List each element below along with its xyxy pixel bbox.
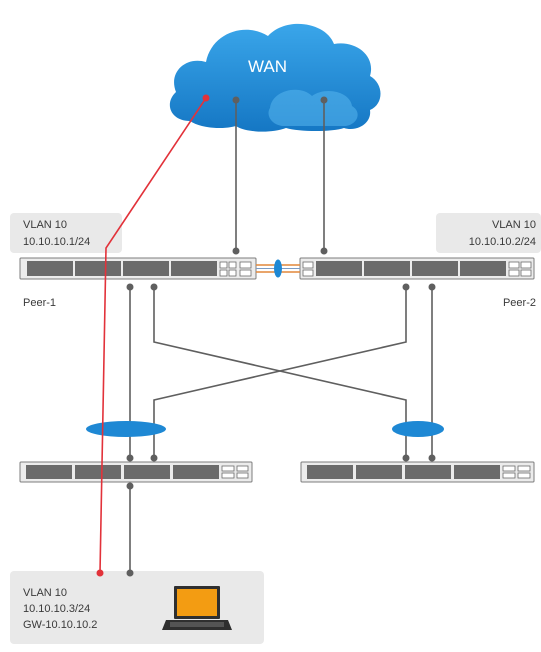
peer2-vlan-label: VLAN 10 bbox=[492, 219, 536, 231]
peer1-name-label: Peer-1 bbox=[23, 297, 56, 309]
peer2-ip-label: 10.10.10.2/24 bbox=[469, 236, 536, 248]
peer1-vlan-label: VLAN 10 bbox=[23, 219, 67, 231]
peer1-switch[interactable] bbox=[19, 257, 257, 280]
access-switch-right[interactable] bbox=[300, 461, 535, 483]
downlinks bbox=[126, 283, 436, 462]
peer2-name-label: Peer-2 bbox=[503, 297, 536, 309]
access-switch-left[interactable] bbox=[19, 461, 253, 483]
wan-label: WAN bbox=[248, 57, 287, 76]
peer-link-lag-icon bbox=[274, 259, 282, 278]
peer2-label-panel bbox=[436, 213, 541, 253]
host-gateway-label: GW-10.10.10.2 bbox=[23, 619, 97, 631]
peer-link bbox=[256, 259, 300, 278]
host-vlan-label: VLAN 10 bbox=[23, 587, 67, 599]
wan-cloud-icon: WAN bbox=[169, 23, 381, 132]
host-ip-label: 10.10.10.3/24 bbox=[23, 603, 90, 615]
peer1-label-panel bbox=[10, 213, 122, 253]
default-route-path bbox=[99, 97, 207, 574]
peer1-ip-label: 10.10.10.1/24 bbox=[23, 236, 90, 248]
lag-left-icon bbox=[86, 421, 166, 437]
laptop-icon bbox=[162, 586, 232, 630]
peer2-switch[interactable] bbox=[299, 257, 535, 280]
lag-right-icon bbox=[392, 421, 444, 437]
